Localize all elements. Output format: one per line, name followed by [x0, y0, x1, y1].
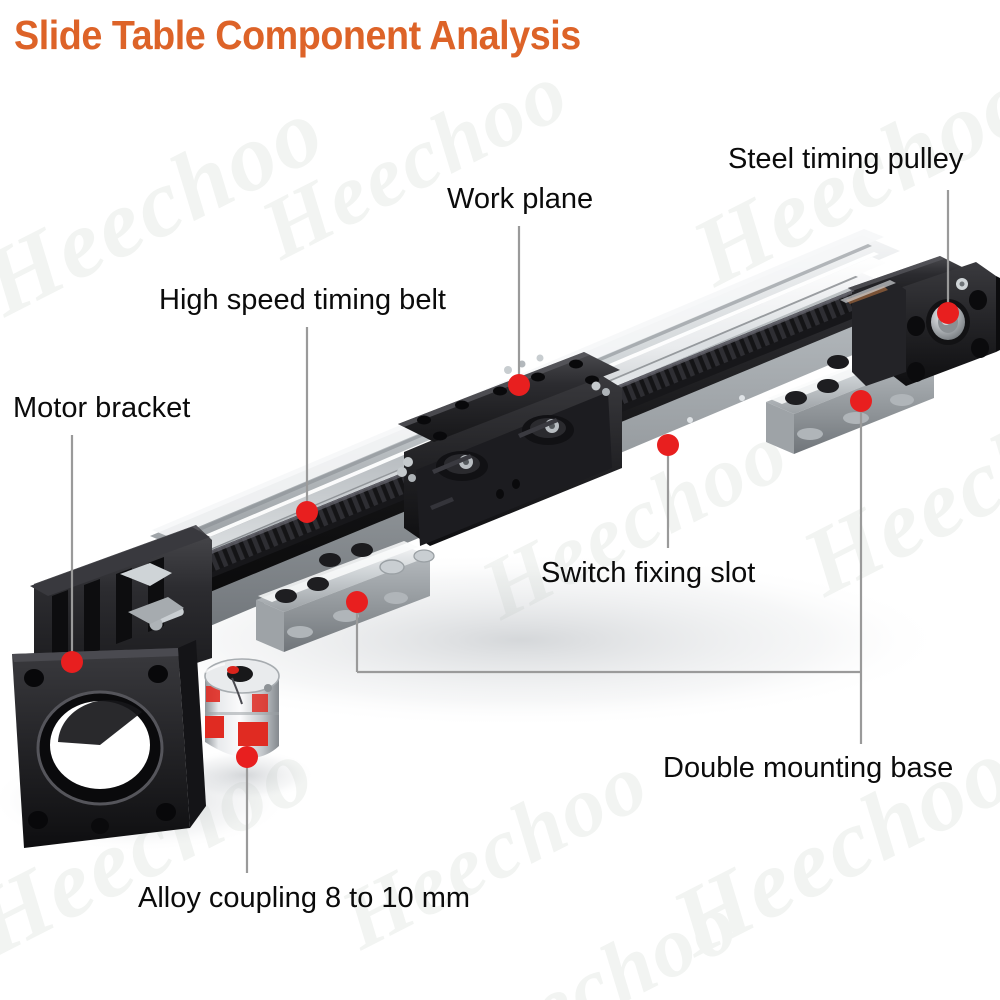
coupler-body — [204, 658, 280, 759]
marker-motor-bracket[interactable] — [61, 651, 83, 673]
callout-label-high-speed-timing-belt: High speed timing belt — [159, 284, 446, 316]
callout-label-work-plane: Work plane — [447, 183, 594, 215]
marker-alloy-coupling[interactable] — [236, 746, 258, 768]
marker-high-speed-timing-belt[interactable] — [296, 501, 318, 523]
marker-switch-fixing-slot[interactable] — [657, 434, 679, 456]
callout-label-motor-bracket: Motor bracket — [13, 392, 191, 424]
watermark-text: Heechoo — [466, 402, 804, 638]
watermark-text: Heechoo — [246, 42, 584, 278]
marker-double-mounting-base[interactable] — [850, 390, 872, 412]
pulley-end-housing — [846, 256, 1000, 386]
mounting-base-left — [256, 541, 435, 652]
watermark-text: Heechoo — [326, 732, 664, 968]
page-title: Slide Table Component Analysis — [14, 12, 581, 58]
watermark-text: Heechoo — [106, 402, 444, 638]
callout-label-steel-timing-pulley: Steel timing pulley — [728, 143, 964, 175]
marker-steel-timing-pulley[interactable] — [937, 302, 959, 324]
callout-label-double-mounting-base: Double mounting base — [663, 752, 954, 784]
callout-label-alloy-coupling: Alloy coupling 8 to 10 mm — [138, 882, 471, 914]
callout-label-switch-fixing-slot: Switch fixing slot — [541, 557, 756, 589]
watermark-text: Heechoo — [785, 354, 1000, 617]
watermark-text: Heechoo — [0, 714, 331, 977]
marker-work-plane[interactable] — [508, 374, 530, 396]
marker-double-mounting-base-secondary[interactable] — [346, 591, 368, 613]
